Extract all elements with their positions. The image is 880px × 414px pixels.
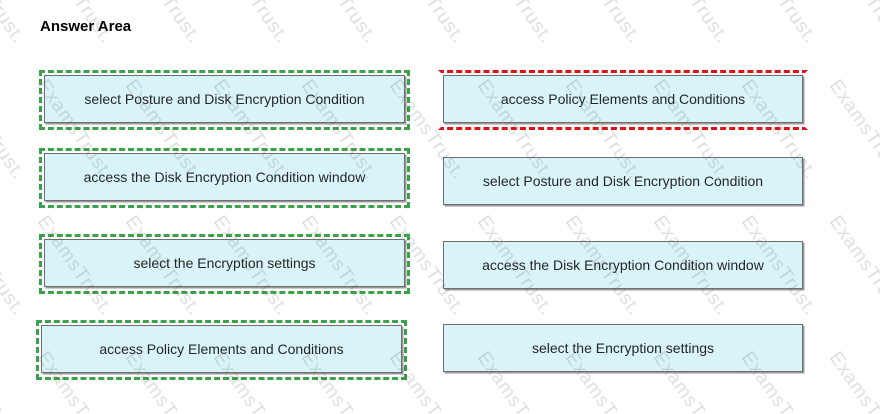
option-box[interactable]: access the Disk Encryption Condition win…: [443, 241, 803, 289]
answer-slot-left-1[interactable]: select Posture and Disk Encryption Condi…: [39, 70, 410, 130]
watermark-text: ExamsTrust.: [736, 0, 821, 48]
watermark-text: ExamsTrust.: [560, 0, 645, 48]
option-box[interactable]: access Policy Elements and Conditions: [41, 325, 402, 373]
watermark-text: ExamsTrust.: [120, 0, 205, 48]
answer-slot-right-4[interactable]: select the Encryption settings: [438, 319, 808, 379]
watermark-text: ExamsTrust.: [0, 76, 30, 184]
option-box[interactable]: select Posture and Disk Encryption Condi…: [443, 157, 803, 205]
watermark-text: ExamsTrust.: [0, 0, 29, 48]
option-box[interactable]: select the Encryption settings: [443, 324, 803, 372]
watermark-text: ExamsTrust.: [824, 348, 880, 414]
option-label: access Policy Elements and Conditions: [500, 91, 746, 107]
answer-slot-right-2[interactable]: select Posture and Disk Encryption Condi…: [438, 152, 808, 212]
option-label: select Posture and Disk Encryption Condi…: [84, 91, 365, 107]
option-box[interactable]: select the Encryption settings: [44, 239, 405, 287]
watermark-text: ExamsTrust.: [208, 0, 293, 48]
option-box[interactable]: access Policy Elements and Conditions: [443, 75, 803, 123]
answer-slot-left-3[interactable]: select the Encryption settings: [39, 234, 410, 294]
option-label: select the Encryption settings: [531, 340, 715, 356]
watermark-text: ExamsTrust.: [0, 348, 30, 414]
option-label: access Policy Elements and Conditions: [99, 341, 344, 357]
answer-area-title: Answer Area: [40, 18, 132, 35]
watermark-text: ExamsTrust.: [0, 212, 30, 320]
option-label: access the Disk Encryption Condition win…: [482, 257, 764, 273]
watermark-text: ExamsTrust.: [824, 76, 880, 184]
answer-slot-right-3[interactable]: access the Disk Encryption Condition win…: [438, 236, 808, 296]
watermark-text: ExamsTrust.: [824, 212, 880, 320]
option-box[interactable]: access the Disk Encryption Condition win…: [44, 153, 405, 201]
answer-slot-left-2[interactable]: access the Disk Encryption Condition win…: [39, 148, 410, 208]
option-label: access the Disk Encryption Condition win…: [83, 169, 366, 185]
option-label: select Posture and Disk Encryption Condi…: [482, 173, 764, 189]
watermark-text: ExamsTrust.: [472, 0, 557, 48]
watermark-text: ExamsTrust.: [648, 0, 733, 48]
option-box[interactable]: select Posture and Disk Encryption Condi…: [44, 75, 405, 123]
watermark-text: ExamsTrust.: [384, 0, 469, 48]
answer-slot-left-4[interactable]: access Policy Elements and Conditions: [36, 320, 407, 380]
option-label: select the Encryption settings: [133, 255, 316, 271]
answer-slot-right-1[interactable]: access Policy Elements and Conditions: [438, 70, 808, 130]
watermark-text: ExamsTrust.: [296, 0, 381, 48]
watermark-text: ExamsTrust.: [824, 0, 880, 48]
